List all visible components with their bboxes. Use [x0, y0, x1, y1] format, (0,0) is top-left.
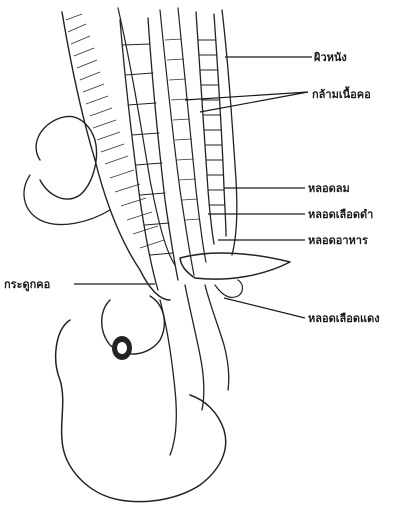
label-trachea-group: หลอดลม	[224, 182, 350, 195]
label-artery-group: หลอดเลือดแดง	[224, 298, 380, 325]
label-vein: หลอดเลือดดำ	[308, 208, 373, 221]
label-skin-group: ผิวหนัง	[225, 51, 347, 64]
label-skin: ผิวหนัง	[313, 51, 346, 64]
label-trachea: หลอดลม	[308, 182, 350, 195]
label-neck-muscle: กล้ามเนื้อคอ	[312, 86, 371, 101]
knife-blade	[180, 253, 290, 279]
holding-hand	[56, 320, 226, 502]
label-neck-bone-group: กระดูกคอ	[4, 278, 155, 292]
label-artery: หลอดเลือดแดง	[308, 312, 380, 325]
label-neck-bone: กระดูกคอ	[4, 278, 50, 292]
label-vein-group: หลอดเลือดดำ	[208, 208, 373, 221]
fur-hatching	[66, 14, 164, 248]
label-esophagus-group: หลอดอาหาร	[218, 234, 368, 247]
neck-illustration	[24, 8, 290, 502]
label-neck-muscle-group: กล้ามเนื้อคอ	[185, 86, 371, 112]
label-esophagus: หลอดอาหาร	[308, 234, 368, 247]
muscle-striations	[165, 39, 200, 220]
